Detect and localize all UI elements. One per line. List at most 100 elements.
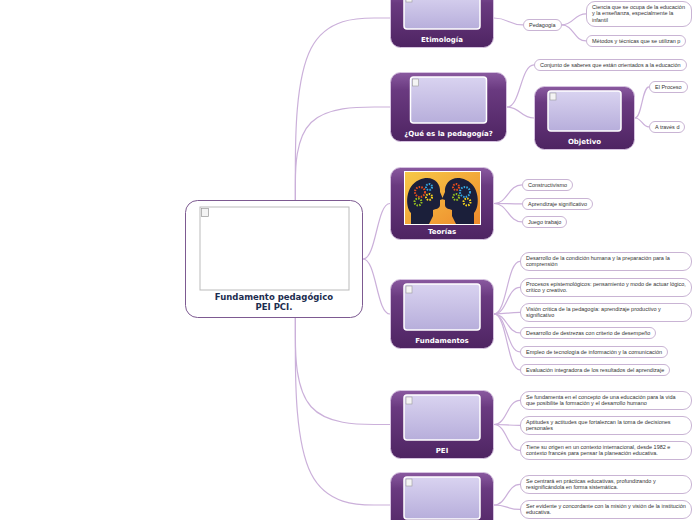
image-frame: [404, 395, 480, 440]
subtopic-pill: Ser evidente y concordante con la misión…: [520, 500, 692, 519]
branch-line: [363, 259, 390, 314]
subtopic-text: Empleo de tecnología de información y la…: [526, 349, 662, 356]
branch-line: [295, 18, 390, 200]
subtopic-pill: Ciencia que se ocupa de la educación y l…: [586, 1, 692, 27]
subtopic-pill: Empleo de tecnología de información y la…: [520, 346, 668, 358]
branch-line: [295, 318, 390, 505]
branch-line: [635, 87, 649, 118]
topic-box: PEI: [390, 390, 494, 459]
central-title: Fundamento pedagógico PEI PCI.: [212, 292, 337, 312]
topic-box: Etimología: [390, 0, 494, 48]
branch-line: [494, 314, 520, 370]
image-frame: [404, 171, 481, 225]
subtopic-text: Desarrollo de destrezas con criterio de …: [526, 330, 650, 337]
subtopic-text: Aprendizaje significativo: [528, 201, 587, 208]
topic-label: Fundamentos: [415, 337, 468, 345]
image-frame: [548, 91, 621, 131]
topic-label: PEI: [436, 447, 449, 455]
branch-box: [391, 473, 494, 520]
topic-box: Objetivo: [534, 86, 635, 150]
topic-box: Fundamentos: [390, 279, 494, 349]
branch-line: [494, 314, 520, 352]
root-box: [186, 201, 363, 318]
subtopic-pill: Aptitudes y actitudes que fortalezcan la…: [520, 416, 692, 435]
subtopic-pill: Métodos y técnicas que se utilizan p: [586, 35, 686, 47]
subtopic-text: Tiene su origen en un contexto internaci…: [526, 444, 686, 458]
branch-line: [494, 400, 520, 424]
subtopic-text: Aptitudes y actitudes que fortalezcan la…: [526, 419, 686, 433]
branch-line: [494, 312, 520, 314]
broken-image-icon: [406, 0, 412, 2]
branch-line: [494, 18, 523, 25]
subtopic-pill: Se centrará en prácticas educativas, pro…: [520, 475, 692, 494]
subtopic-text: Se centrará en prácticas educativas, pro…: [526, 478, 686, 492]
topic-label: ¿Qué es la pedagogía?: [404, 130, 493, 138]
subtopic-text: Desarrollo de la condición humana y la p…: [526, 255, 686, 269]
branch-box: [391, 280, 494, 349]
subtopic-pill: Pedagogía: [523, 19, 562, 31]
broken-image-icon: [406, 286, 412, 293]
subtopic-text: Procesos epistemológicos: pensamiento y …: [526, 281, 686, 295]
image-frame: [200, 207, 349, 290]
topic-box: Teorías: [390, 167, 494, 240]
subtopic-text: Se fundamenta en el concepto de una educ…: [526, 394, 686, 408]
subtopic-text: Evaluación integradora de los resultados…: [526, 367, 664, 374]
subtopic-text: A través d: [655, 124, 679, 131]
subtopic-text: Visión crítica de la pedagogía: aprendiz…: [526, 306, 686, 320]
subtopic-text: Pedagogía: [529, 22, 556, 29]
subtopic-pill: Conjunto de saberes que están orientados…: [534, 59, 687, 71]
topic-label: Objetivo: [568, 138, 601, 146]
topic-box: [390, 472, 494, 520]
branch-line: [494, 261, 520, 314]
branch-line: [562, 25, 586, 41]
image-frame: [404, 284, 480, 330]
subtopic-pill: Evaluación integradora de los resultados…: [520, 364, 670, 376]
branch-line: [494, 425, 520, 451]
topic-box: ¿Qué es la pedagogía?: [390, 72, 507, 142]
image-frame: [404, 477, 480, 519]
broken-image-icon: [406, 479, 412, 486]
image-frame: [411, 77, 487, 123]
branch-box: [391, 168, 494, 240]
branch-line: [494, 505, 520, 509]
heads-illustration: [405, 172, 480, 224]
subtopic-text: Juego trabajo: [528, 219, 561, 226]
branch-line: [295, 318, 390, 425]
topic-label: Etimología: [421, 36, 463, 44]
subtopic-pill: Aprendizaje significativo: [522, 198, 593, 210]
broken-image-icon: [406, 397, 412, 404]
broken-image-icon: [550, 93, 556, 100]
subtopic-pill: Constructivismo: [522, 179, 573, 191]
branch-box: [391, 391, 494, 459]
broken-image-icon: [202, 209, 209, 217]
subtopic-text: Métodos y técnicas que se utilizan p: [592, 38, 680, 45]
branch-box: [391, 73, 507, 142]
branch-line: [507, 107, 534, 118]
branch-line: [507, 65, 534, 107]
subtopic-text: Ciencia que se ocupa de la educación y l…: [592, 4, 686, 25]
branch-line: [494, 185, 522, 204]
subtopic-pill: A través d: [649, 121, 685, 133]
subtopic-pill: Desarrollo de destrezas con criterio de …: [520, 327, 656, 339]
branch-line: [494, 484, 520, 505]
subtopic-pill: El Proceso: [649, 81, 688, 93]
topic-label: Teorías: [428, 228, 456, 236]
subtopic-text: Constructivismo: [528, 182, 567, 189]
subtopic-text: Ser evidente y concordante con la misión…: [526, 503, 686, 517]
subtopic-pill: Visión crítica de la pedagogía: aprendiz…: [520, 303, 692, 322]
branch-box: [391, 0, 494, 48]
subtopic-text: Conjunto de saberes que están orientados…: [540, 62, 681, 69]
branch-line: [562, 14, 586, 25]
branch-line: [295, 107, 390, 200]
branch-box: [535, 87, 635, 150]
subtopic-pill: Desarrollo de la condición humana y la p…: [520, 252, 692, 271]
branch-line: [494, 204, 522, 222]
subtopic-pill: Procesos epistemológicos: pensamiento y …: [520, 278, 692, 297]
subtopic-text: El Proceso: [655, 84, 682, 91]
subtopic-pill: Se fundamenta en el concepto de una educ…: [520, 391, 692, 410]
branch-line: [494, 287, 520, 314]
central-topic: Fundamento pedagógico PEI PCI.: [185, 200, 363, 318]
broken-image-icon: [413, 79, 419, 86]
subtopic-pill: Tiene su origen en un contexto internaci…: [520, 441, 692, 460]
